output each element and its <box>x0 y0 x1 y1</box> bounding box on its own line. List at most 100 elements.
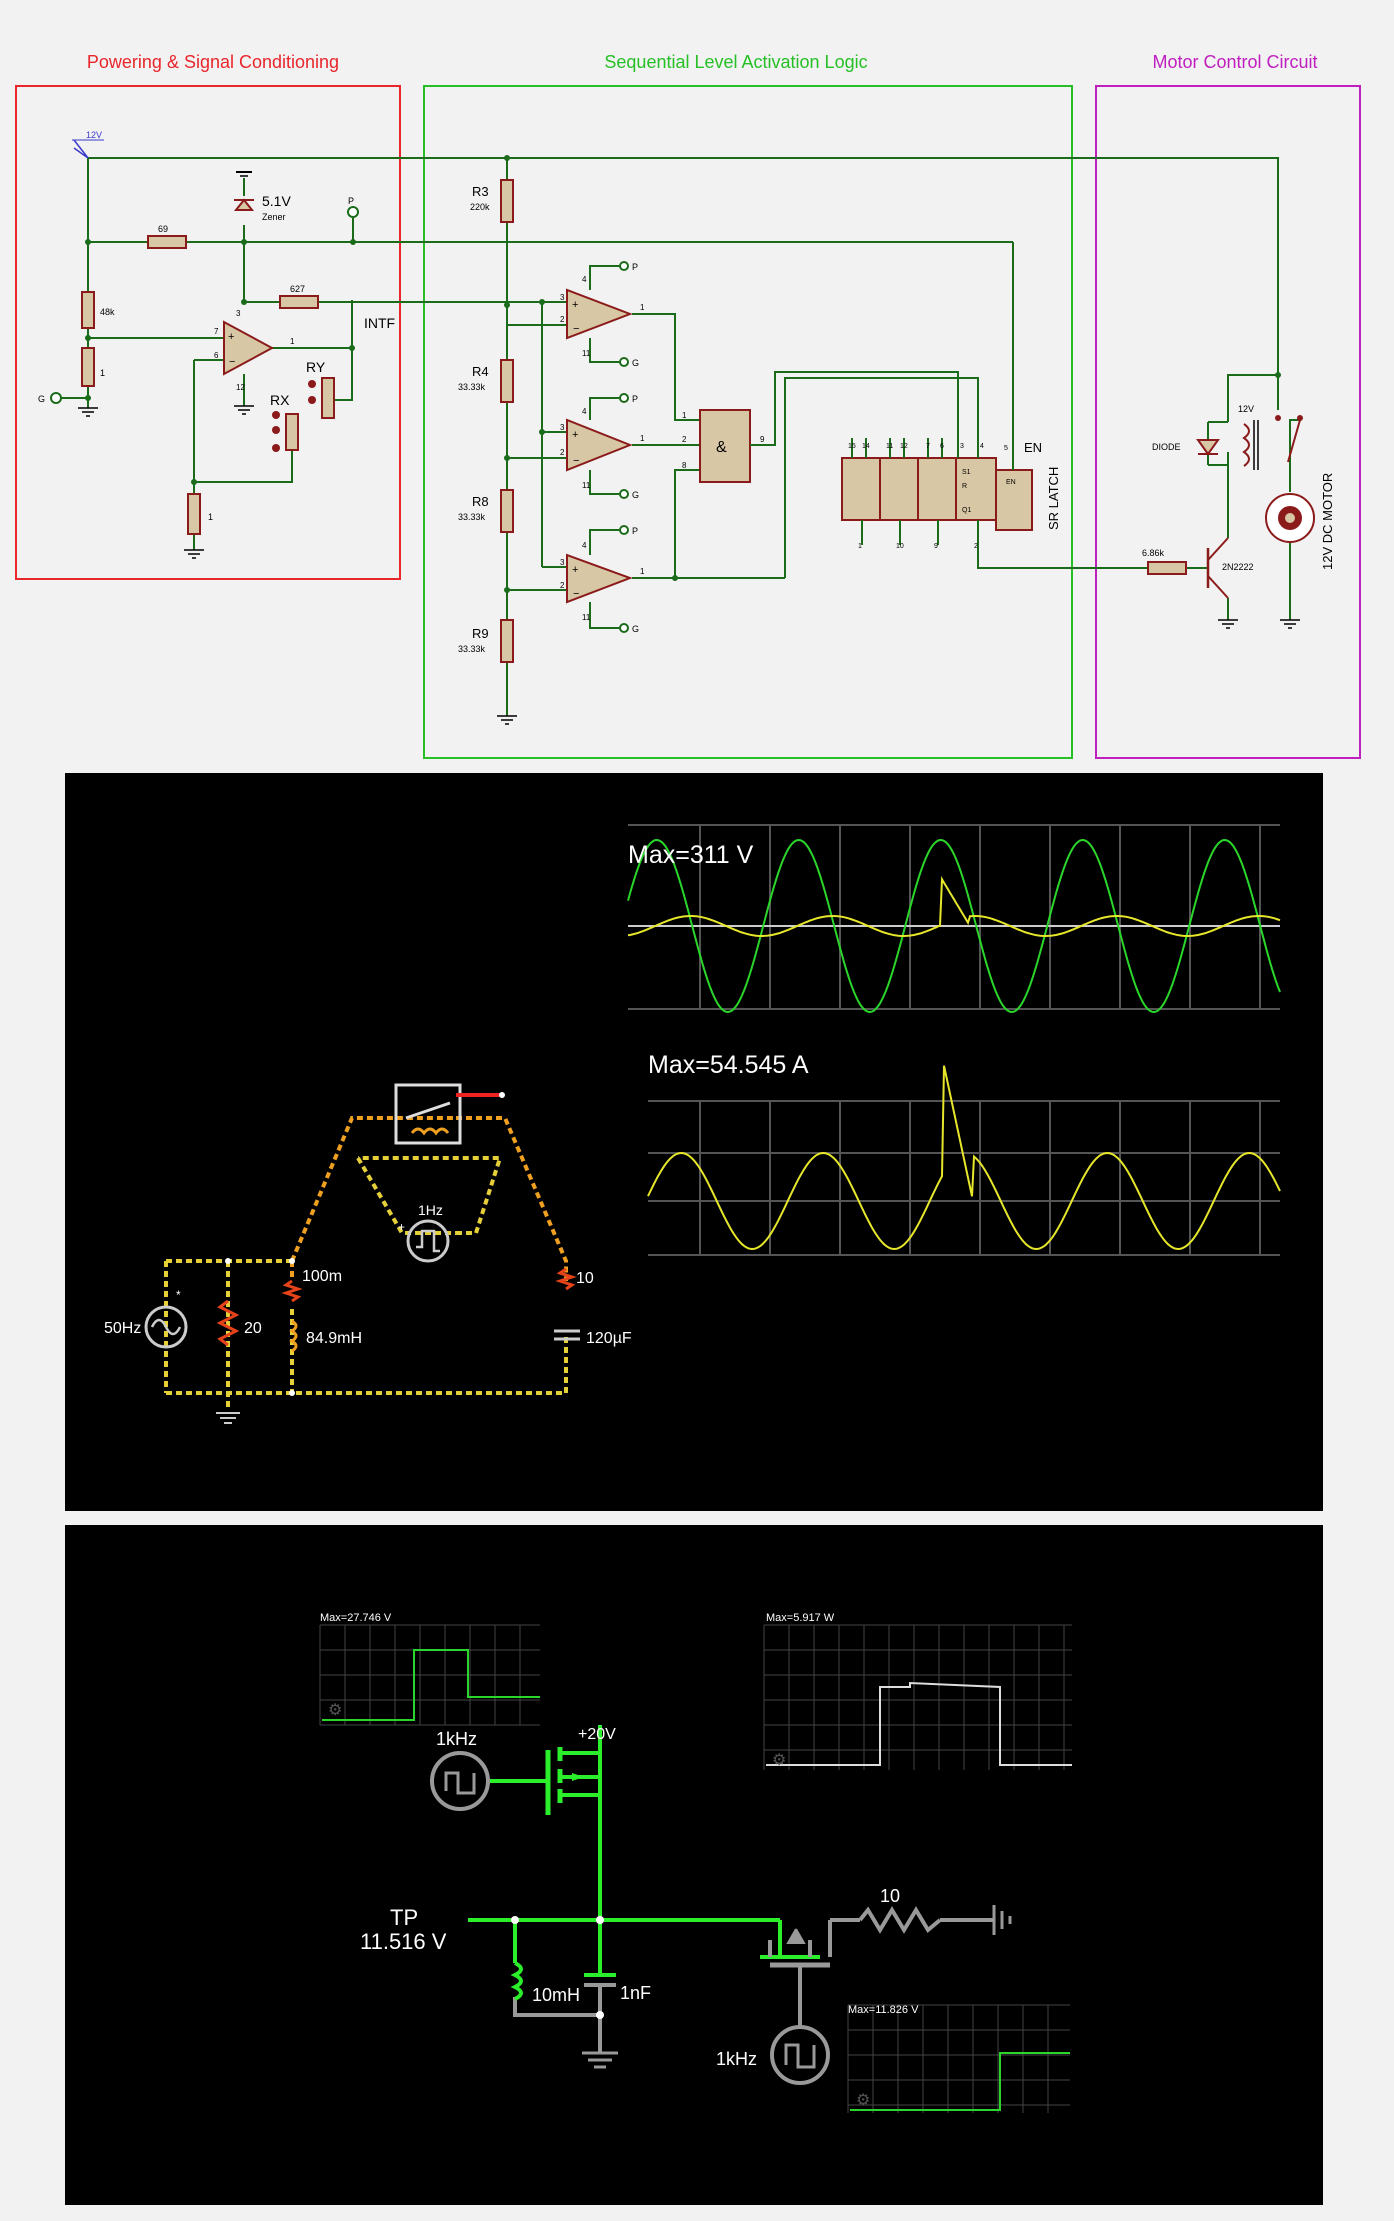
section-title-logic: Sequential Level Activation Logic <box>604 52 867 72</box>
supply-label: 12V <box>86 130 102 140</box>
svg-text:1: 1 <box>640 567 645 576</box>
svg-text:10mH: 10mH <box>532 1985 580 2005</box>
svg-text:84.9mH: 84.9mH <box>306 1330 362 1347</box>
r9-value: 33.33k <box>458 644 486 654</box>
sim1-labels: 50Hz * 20 100m 84.9mH 10 120µF 1Hz + <box>104 1202 632 1347</box>
svg-text:+: + <box>398 1220 405 1234</box>
svg-text:+: + <box>572 564 578 576</box>
svg-text:11: 11 <box>582 349 591 358</box>
svg-text:4: 4 <box>582 541 587 550</box>
ground-symbols <box>78 405 1300 725</box>
r686-label: 6.86k <box>1142 548 1165 558</box>
dc-motor: 12V DC MOTOR <box>1265 473 1335 570</box>
svg-text:1: 1 <box>290 337 295 346</box>
terminal-g <box>50 392 62 404</box>
svg-text:2: 2 <box>560 448 565 457</box>
svg-text:8: 8 <box>682 461 687 470</box>
logic-section-box <box>423 85 1073 759</box>
svg-text:G: G <box>632 358 639 368</box>
schematic-wires <box>60 157 1300 716</box>
svg-text:−: − <box>573 588 579 600</box>
terminal-p-label: P <box>348 196 354 206</box>
sim2-components <box>430 1725 1012 2085</box>
diode-label: DIODE <box>1152 442 1181 452</box>
svg-text:1: 1 <box>640 303 645 312</box>
scope1-label: Max=311 V <box>628 841 754 869</box>
sr-latch <box>841 457 1033 531</box>
svg-text:TP: TP <box>390 1905 418 1930</box>
svg-text:1kHz: 1kHz <box>436 1729 477 1749</box>
r627-label: 627 <box>290 284 305 294</box>
scope1-current-trace <box>627 875 1281 937</box>
zener-name: Zener <box>262 212 286 222</box>
svg-text:1: 1 <box>682 411 687 420</box>
svg-text:14: 14 <box>862 443 870 450</box>
svg-text:4: 4 <box>582 407 587 416</box>
svg-text:1kHz: 1kHz <box>716 2049 757 2069</box>
svg-text:3: 3 <box>560 293 565 302</box>
mini-scope2-label: Max=5.917 W <box>766 1612 835 1624</box>
svg-text:+: + <box>228 331 234 343</box>
svg-text:10: 10 <box>880 1886 900 1906</box>
svg-text:S1: S1 <box>962 469 971 476</box>
r3-label: R3 <box>472 184 489 199</box>
svg-text:15: 15 <box>848 443 856 450</box>
motor-label: 12V DC MOTOR <box>1320 473 1335 570</box>
sim1-components <box>144 1083 580 1424</box>
svg-text:+: + <box>572 429 578 441</box>
ladder-resistors <box>500 179 514 663</box>
svg-text:P: P <box>632 262 638 272</box>
svg-text:7: 7 <box>214 327 219 336</box>
comparator-terminal-labels: P G P G P G <box>632 262 639 634</box>
section-title-motor: Motor Control Circuit <box>1152 52 1317 72</box>
terminal-g-label: G <box>38 394 45 404</box>
latch-en-label: EN <box>1024 440 1042 455</box>
mini-scope-3: Max=11.826 V ⚙ <box>847 2004 1070 2113</box>
svg-text:+: + <box>572 299 578 311</box>
and-gate <box>699 409 751 483</box>
svg-text:7: 7 <box>926 443 930 450</box>
svg-text:6: 6 <box>214 351 219 360</box>
power-section-box <box>15 85 401 580</box>
svg-text:5: 5 <box>1004 445 1008 452</box>
svg-text:100m: 100m <box>302 1268 342 1285</box>
rx-label: RX <box>270 392 290 408</box>
comparator-pin-numbers: 4 3 2 11 1 4 3 2 11 1 4 3 2 11 1 <box>560 275 645 622</box>
svg-text:1: 1 <box>858 543 862 550</box>
mini-scope3-gear-icon[interactable]: ⚙ <box>856 2092 870 2109</box>
mini-scope2-gear-icon[interactable]: ⚙ <box>772 1752 786 1769</box>
ry-label: RY <box>306 359 326 375</box>
r48k-label: 48k <box>100 307 115 317</box>
r3-value: 220k <box>470 202 490 212</box>
r4-label: R4 <box>472 364 489 379</box>
zener-voltage: 5.1V <box>262 193 291 209</box>
terminal-p <box>347 206 359 218</box>
r9-label: R9 <box>472 626 489 641</box>
comparator-signs: +− +− +− <box>572 299 579 600</box>
svg-text:2: 2 <box>560 581 565 590</box>
scope2-current-trace <box>647 1065 1281 1251</box>
svg-text:*: * <box>176 1288 181 1302</box>
sim2-labels: +20V 1kHz 1kHz TP 11.516 V 10mH 1nF 10 <box>360 1726 900 2069</box>
schematic-panel: Powering & Signal Conditioning Sequentia… <box>15 52 1361 759</box>
power-resistors <box>81 235 335 535</box>
r69-label: 69 <box>158 224 168 234</box>
svg-text:10: 10 <box>896 543 904 550</box>
svg-text:Q1: Q1 <box>962 507 971 514</box>
svg-text:9: 9 <box>934 543 938 550</box>
svg-text:6: 6 <box>940 443 944 450</box>
svg-text:P: P <box>632 394 638 404</box>
svg-text:G: G <box>632 624 639 634</box>
svg-text:12: 12 <box>236 383 245 392</box>
transistor-2n2222: 6.86k 2N2222 <box>1142 537 1254 599</box>
svg-text:3: 3 <box>560 423 565 432</box>
pot-dots <box>272 380 316 452</box>
r4-value: 33.33k <box>458 382 486 392</box>
supply-12v: 12V <box>72 130 104 159</box>
sim2-panel: Max=27.746 V ⚙ Max=5.917 W ⚙ Max=11.826 … <box>65 1525 1323 2205</box>
mini-scope1-gear-icon[interactable]: ⚙ <box>328 1702 342 1719</box>
svg-text:11: 11 <box>886 443 893 450</box>
svg-text:1Hz: 1Hz <box>418 1202 443 1218</box>
and-symbol: & <box>716 439 727 456</box>
svg-text:4: 4 <box>582 275 587 284</box>
